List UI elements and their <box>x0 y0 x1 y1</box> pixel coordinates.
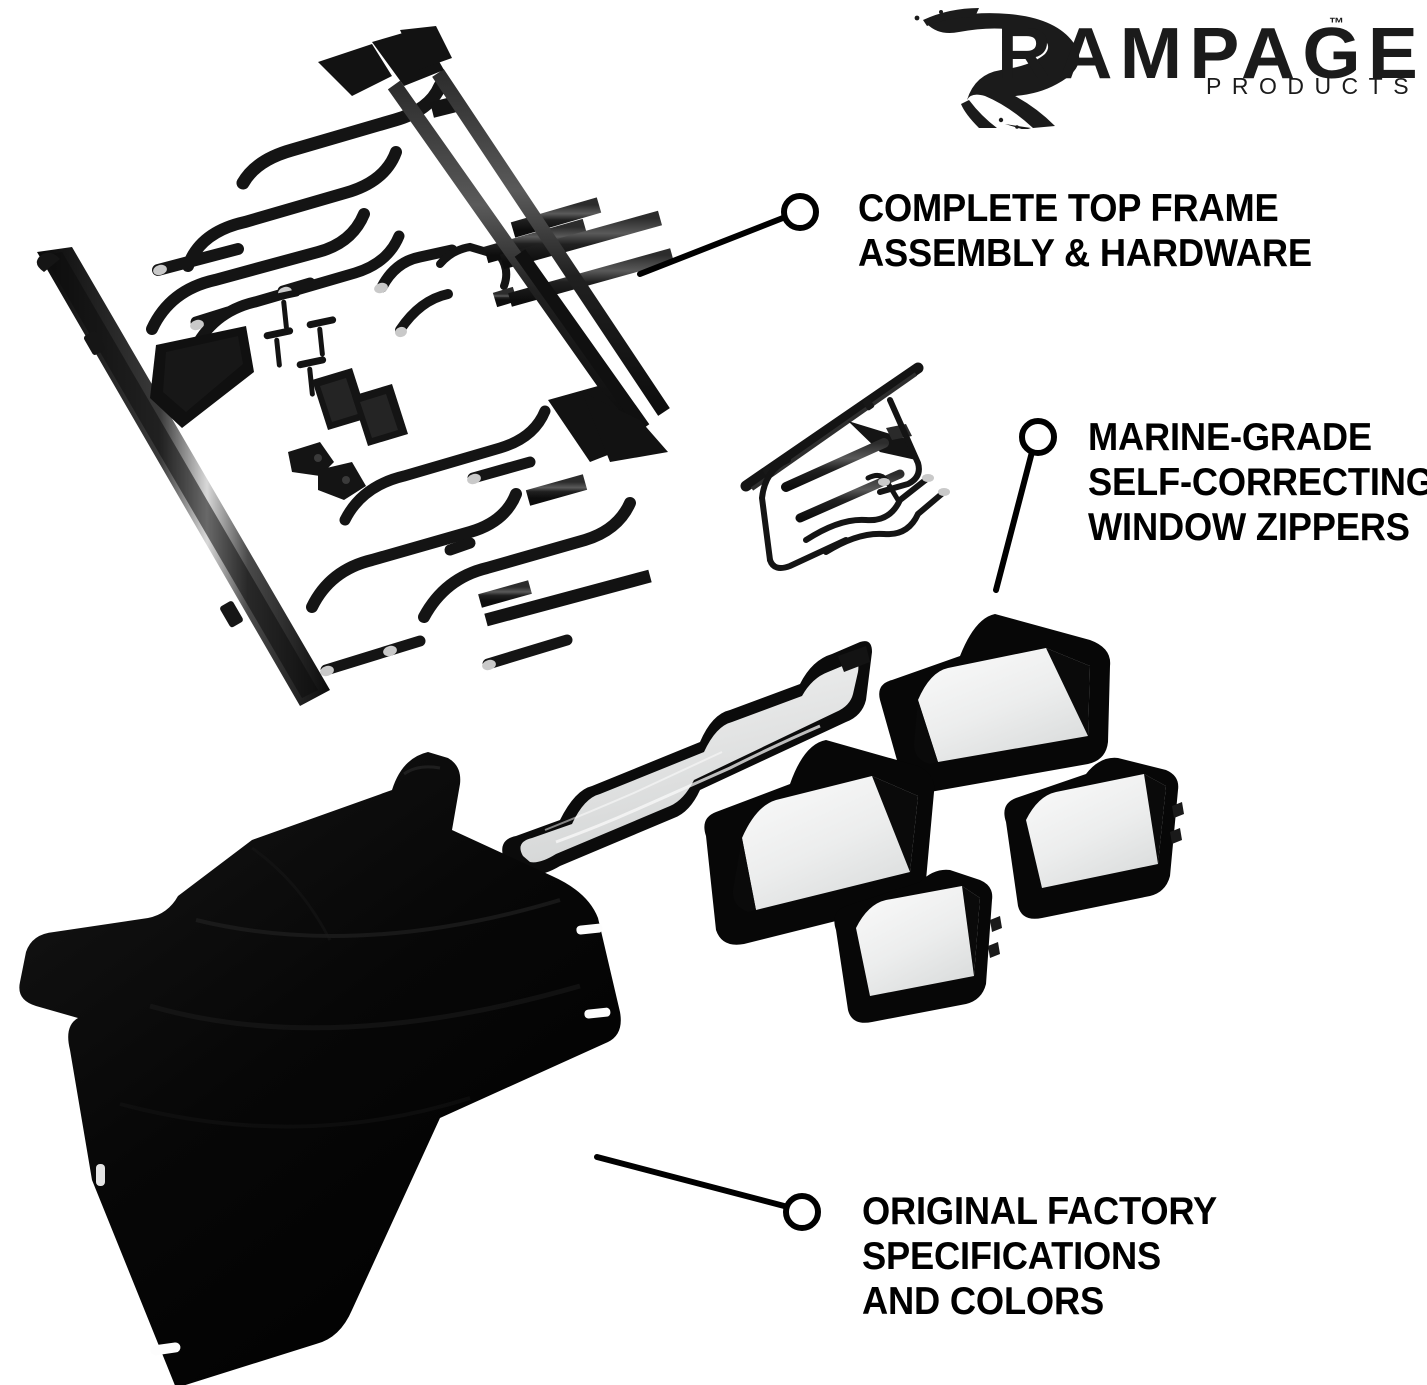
callout-circle-specs <box>783 1193 821 1231</box>
callout-line: ASSEMBLY & HARDWARE <box>858 232 1312 275</box>
bow-tube-set <box>146 79 636 676</box>
frame-corner-castings <box>318 26 668 462</box>
callout-line: COMPLETE TOP FRAME <box>858 187 1279 230</box>
callout-original-factory-specs: ORIGINAL FACTORY SPECIFICATIONS AND COLO… <box>862 1189 1244 1324</box>
callout-line: SELF-CORRECTING <box>1088 461 1427 504</box>
callout-line: WINDOW ZIPPERS <box>1088 506 1410 549</box>
window-panel-rear-quarter <box>879 614 1111 793</box>
callout-line: AND COLORS <box>862 1280 1104 1323</box>
callout-leaders <box>594 193 1057 1231</box>
callout-line: ORIGINAL FACTORY <box>862 1190 1218 1233</box>
brush-stroke-r-icon <box>914 8 1080 129</box>
header-bar <box>36 247 330 706</box>
zipper-rail-set <box>740 362 950 571</box>
window-panel-door-center <box>834 869 1002 1023</box>
window-panel-door-left <box>704 740 935 945</box>
leader-line-specs <box>594 1154 791 1210</box>
trademark-symbol: ™ <box>1329 15 1344 32</box>
soft-top-fabric <box>19 752 621 1385</box>
straight-tube-set <box>387 69 674 627</box>
callout-circle-zippers <box>1019 418 1057 456</box>
brand-tagline: PRODUCTS <box>1206 73 1420 99</box>
leader-line-zippers <box>993 449 1035 593</box>
hardware-pouch <box>150 326 254 428</box>
callout-circle-frame <box>781 193 819 231</box>
rail-bracket-set <box>312 368 408 446</box>
rear-window <box>502 641 872 875</box>
t-knob-set <box>263 289 337 397</box>
brand-name: RAMPAGE <box>997 14 1426 94</box>
hinge-bracket-set <box>288 442 366 500</box>
brand-logo: RAMPAGE ™ PRODUCTS <box>905 4 1418 129</box>
callout-line: SPECIFICATIONS <box>862 1235 1162 1278</box>
tube-ferrules <box>153 264 496 677</box>
callout-line: MARINE-GRADE <box>1088 416 1372 459</box>
callout-marine-grade-zippers: MARINE-GRADE SELF-CORRECTING WINDOW ZIPP… <box>1088 415 1427 550</box>
callout-complete-top-frame: COMPLETE TOP FRAME ASSEMBLY & HARDWARE <box>858 186 1346 276</box>
leader-line-frame <box>637 213 791 277</box>
window-panel-door-right <box>1004 757 1184 919</box>
